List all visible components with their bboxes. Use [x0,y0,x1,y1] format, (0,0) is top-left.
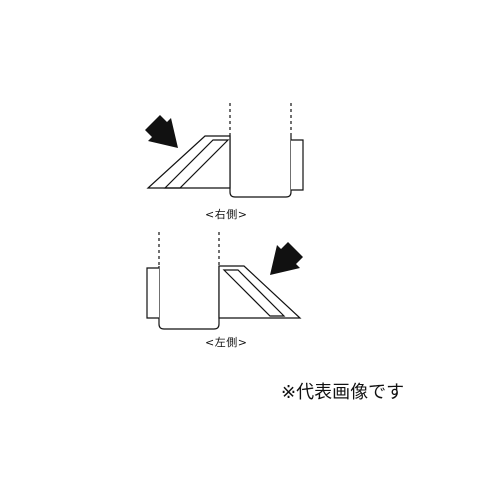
wedge-inner-band [222,269,286,317]
wedge-inner-band [163,139,230,189]
left-side-label: <左側> [205,336,248,349]
right-side-diagram [146,103,304,198]
arrow-down-right-icon [145,115,178,148]
main-block [158,266,220,330]
representative-image-note: ※代表画像です [281,382,405,403]
slanted-wedge [146,135,231,189]
main-block [229,136,292,198]
side-tab [146,267,159,319]
right-side-label: <右側> [205,208,248,221]
side-tab [291,139,304,191]
left-side-diagram [146,232,302,330]
arrow-down-left-icon [270,242,303,275]
